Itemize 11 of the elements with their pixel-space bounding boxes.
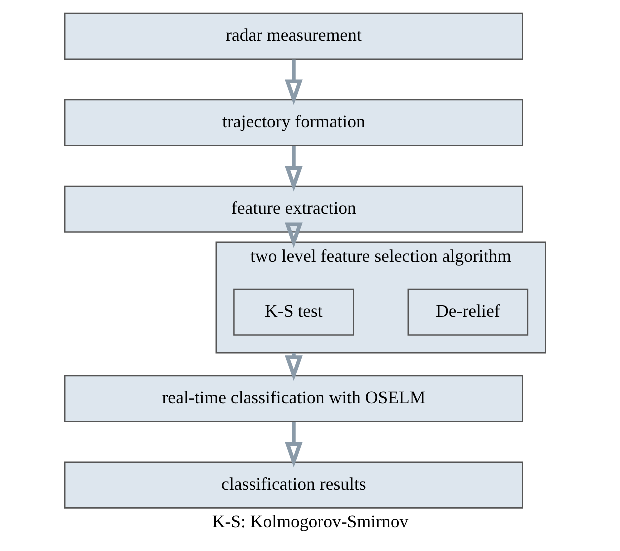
node-box: K-S test — [233, 288, 354, 336]
node-box: real-time classification with OSELM — [64, 375, 523, 422]
caption: K-S: Kolmogorov-Smirnov — [212, 512, 408, 532]
arrow — [284, 146, 302, 192]
arrow — [284, 422, 302, 468]
node-box: trajectory formation — [64, 99, 523, 146]
node-box: radar measurement — [64, 12, 523, 60]
arrow — [284, 60, 302, 106]
arrow — [284, 222, 302, 248]
node-box: classification results — [64, 462, 523, 509]
node-box: De-relief — [407, 288, 528, 336]
